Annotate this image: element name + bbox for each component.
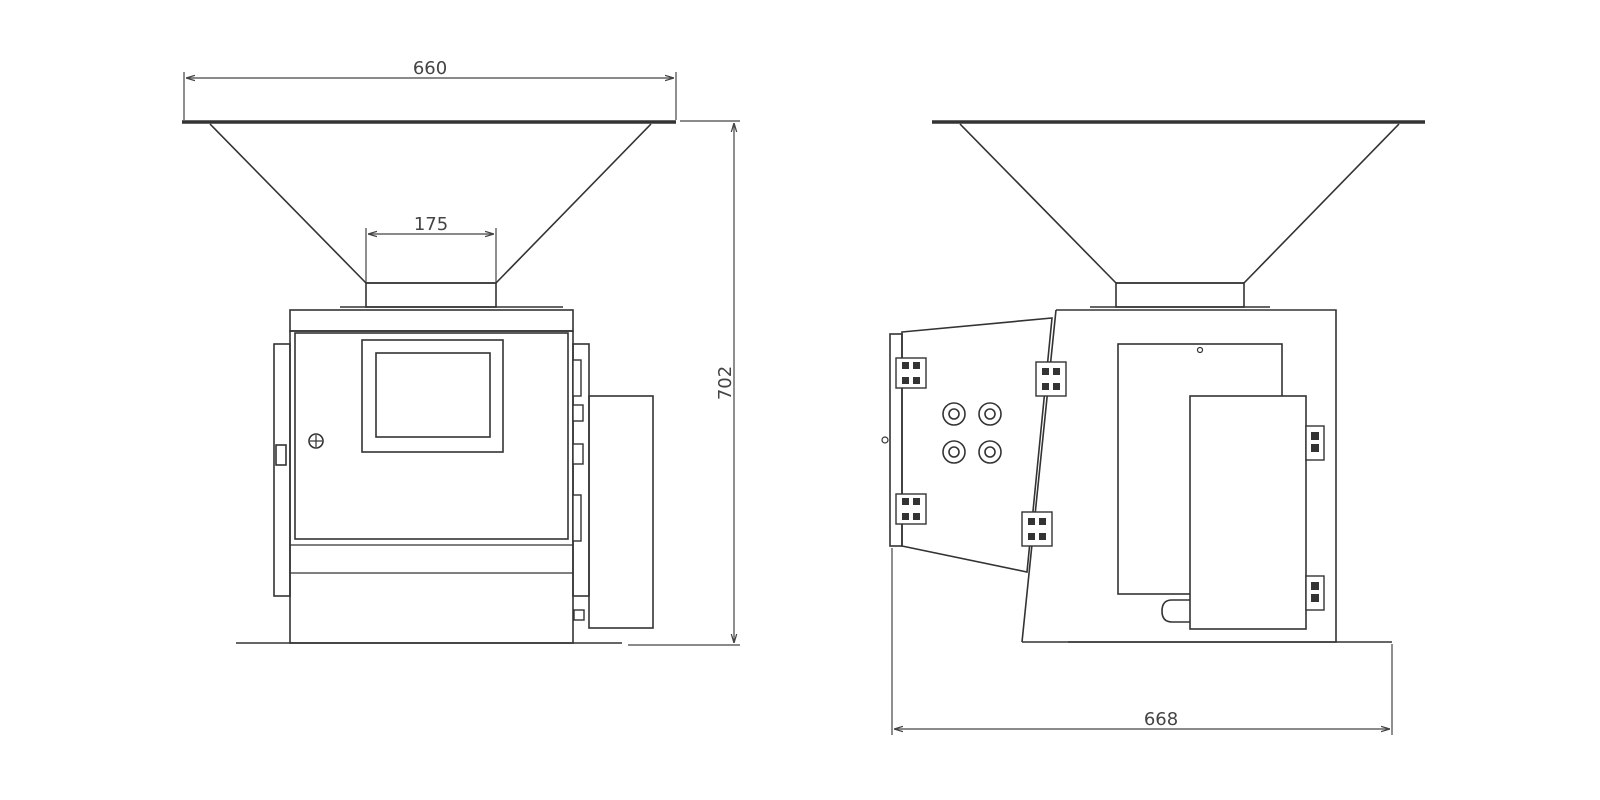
side-cover-clips <box>1305 425 1325 611</box>
front-cabinet-body <box>289 330 574 644</box>
dimension-top-width-label: 660 <box>413 58 447 79</box>
dimension-top-width: 660 <box>183 58 677 120</box>
front-outlet-neck <box>365 282 497 308</box>
dimension-side-width: 668 <box>891 548 1393 735</box>
side-door-edge <box>889 333 903 547</box>
front-display-screen <box>375 352 491 438</box>
side-outlet-neck <box>1115 282 1245 308</box>
dimension-outlet-width-label: 175 <box>414 214 448 235</box>
front-side-junction-box <box>588 395 654 629</box>
front-cabinet-door <box>294 332 569 540</box>
dimension-outlet-width: 175 <box>365 214 497 282</box>
front-display-frame <box>361 339 504 453</box>
dimension-overall-height-label: 702 <box>715 366 736 400</box>
dimension-overall-height: 702 <box>628 120 740 646</box>
side-view <box>881 120 1425 643</box>
front-right-hinges <box>572 359 585 621</box>
front-cabinet-top-band <box>289 309 574 332</box>
front-hopper-cone <box>209 123 652 284</box>
front-view <box>182 120 676 644</box>
front-left-hinge <box>275 444 287 466</box>
side-cover-box <box>1189 395 1307 630</box>
side-cable-hook <box>1161 599 1190 623</box>
side-door-hinges <box>895 357 1067 547</box>
front-door-lock-icon <box>308 433 324 449</box>
front-left-side-panel <box>273 343 291 597</box>
side-hopper-cone <box>959 123 1400 284</box>
side-cable-glands <box>942 402 1002 464</box>
dimension-side-width-label: 668 <box>1144 709 1178 730</box>
